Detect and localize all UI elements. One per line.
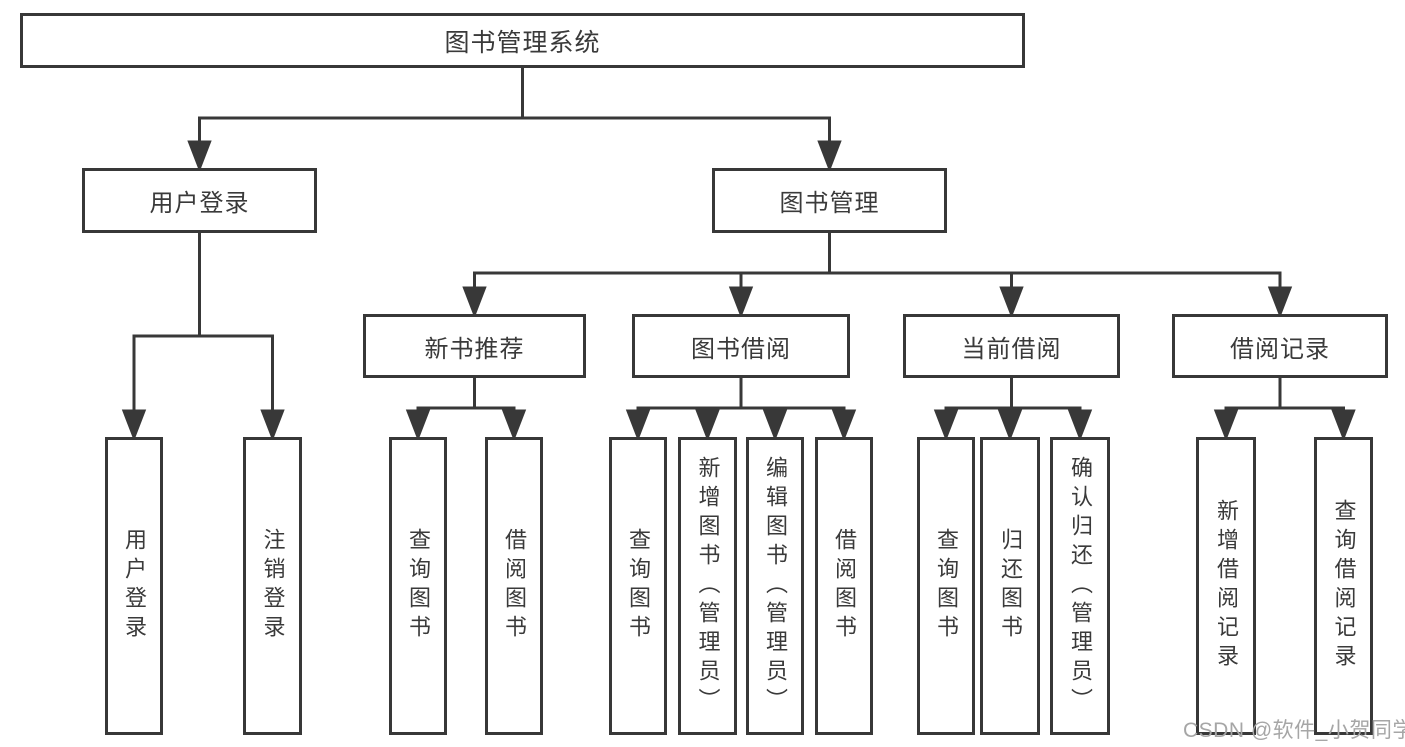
csdn-watermark: CSDN @软件_小贺同学 — [1183, 719, 1405, 742]
arrowhead — [501, 409, 527, 442]
arrowhead — [1267, 286, 1293, 319]
leaf-recommend-borrow-books: 借阅图书 — [485, 437, 543, 735]
arrowhead — [695, 409, 720, 442]
leaf-logout: 注销登录 — [243, 437, 302, 735]
arrowhead — [831, 409, 857, 442]
arrowhead — [121, 409, 147, 442]
arrowhead — [933, 409, 959, 442]
arrowhead — [625, 409, 651, 442]
arrowhead — [762, 409, 788, 442]
arrowhead — [1331, 409, 1356, 442]
node-user-login-module: 用户登录 — [82, 168, 317, 233]
arrowhead — [462, 286, 487, 319]
leaf-current-confirm-return-admin: 确认归还（管理员） — [1050, 437, 1110, 735]
arrowhead — [999, 286, 1024, 319]
arrowhead — [997, 409, 1023, 442]
arrowhead — [187, 140, 212, 173]
node-current-borrow: 当前借阅 — [903, 314, 1120, 378]
leaf-borrow-edit-books-admin: 编辑图书（管理员） — [746, 437, 804, 735]
leaf-current-return-books: 归还图书 — [980, 437, 1040, 735]
arrowhead — [817, 140, 842, 173]
arrowhead — [260, 409, 285, 442]
leaf-records-add-record: 新增借阅记录 — [1196, 437, 1256, 735]
leaf-records-query-record: 查询借阅记录 — [1314, 437, 1373, 735]
arrowhead — [1067, 409, 1093, 442]
node-borrow-records: 借阅记录 — [1172, 314, 1388, 378]
leaf-borrow-add-books-admin: 新增图书（管理员） — [678, 437, 737, 735]
arrowhead — [405, 409, 431, 442]
node-new-book-recommend: 新书推荐 — [363, 314, 586, 378]
arrowhead — [728, 286, 754, 319]
node-root-system: 图书管理系统 — [20, 13, 1025, 68]
arrowhead — [1213, 409, 1239, 442]
leaf-user-login: 用户登录 — [105, 437, 163, 735]
leaf-borrow-query-books: 查询图书 — [609, 437, 667, 735]
leaf-recommend-query-books: 查询图书 — [389, 437, 447, 735]
leaf-borrow-borrow-books: 借阅图书 — [815, 437, 873, 735]
node-book-management-module: 图书管理 — [712, 168, 947, 233]
node-book-borrow: 图书借阅 — [632, 314, 850, 378]
leaf-current-query-books: 查询图书 — [917, 437, 975, 735]
